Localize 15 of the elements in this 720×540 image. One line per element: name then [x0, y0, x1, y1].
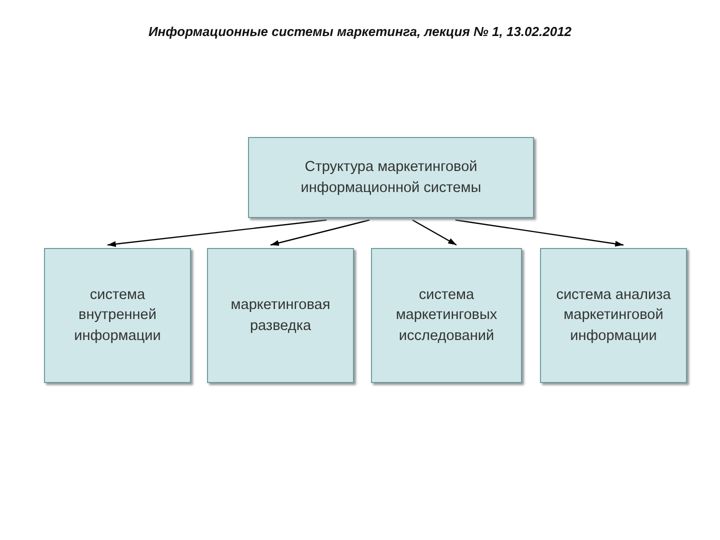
header-box [248, 137, 534, 218]
box-label: система внутренней информации [73, 286, 162, 346]
process-box [540, 248, 687, 383]
arrow [270, 219, 370, 246]
process-box [207, 248, 354, 383]
arrow [455, 219, 624, 247]
box-label: маркетинговая разведка [230, 296, 332, 336]
box-label: система анализа маркетинговой информации [555, 286, 672, 346]
arrow [412, 219, 457, 246]
process-box [371, 248, 522, 383]
box-label: система маркетинговых исследований [394, 286, 498, 346]
box-label: Структура маркетинговой информационной системы [300, 158, 482, 198]
arrow [107, 219, 327, 247]
process-box [44, 248, 191, 383]
slide-title: Информационные системы маркетинга, лекция № 1, 13.02.2012 [147, 24, 573, 39]
